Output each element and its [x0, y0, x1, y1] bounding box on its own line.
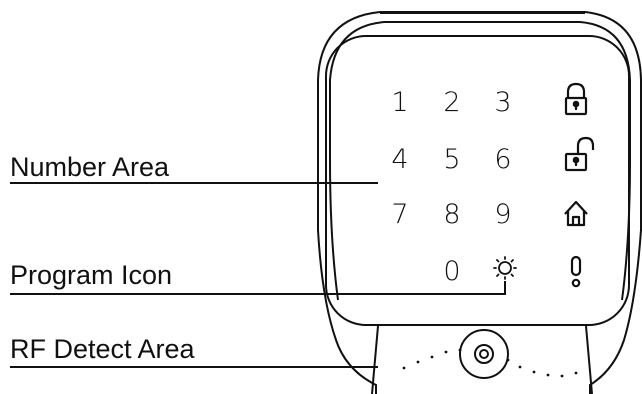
key-3[interactable]: 3 [494, 87, 511, 118]
key-9[interactable]: 9 [494, 199, 511, 230]
outer-housing [317, 11, 642, 394]
rf-housing [371, 325, 593, 394]
home-icon[interactable] [564, 200, 588, 227]
key-1[interactable]: 1 [391, 87, 408, 118]
key-5[interactable]: 5 [443, 144, 460, 175]
device-body [317, 11, 642, 394]
sun-gear-icon[interactable] [493, 256, 517, 280]
keypad-panel [325, 35, 630, 326]
key-0[interactable]: 0 [443, 256, 460, 287]
rf-dots [402, 348, 578, 378]
number-area: 1 2 3 4 5 6 7 8 9 0 [391, 87, 511, 287]
rf-sensor-icon [459, 329, 509, 379]
program-icon-leader [10, 281, 506, 295]
key-8[interactable]: 8 [443, 199, 460, 230]
rf-detect-area-label: RF Detect Area [10, 334, 196, 364]
exclamation-icon[interactable] [570, 255, 582, 288]
number-area-label: Number Area [10, 152, 170, 182]
key-7[interactable]: 7 [391, 199, 408, 230]
lock-open-icon[interactable] [564, 136, 595, 172]
program-icon-label: Program Icon [10, 260, 172, 290]
lock-closed-icon[interactable] [564, 82, 588, 116]
key-2[interactable]: 2 [443, 87, 460, 118]
key-6[interactable]: 6 [494, 144, 511, 175]
key-4[interactable]: 4 [391, 144, 408, 175]
